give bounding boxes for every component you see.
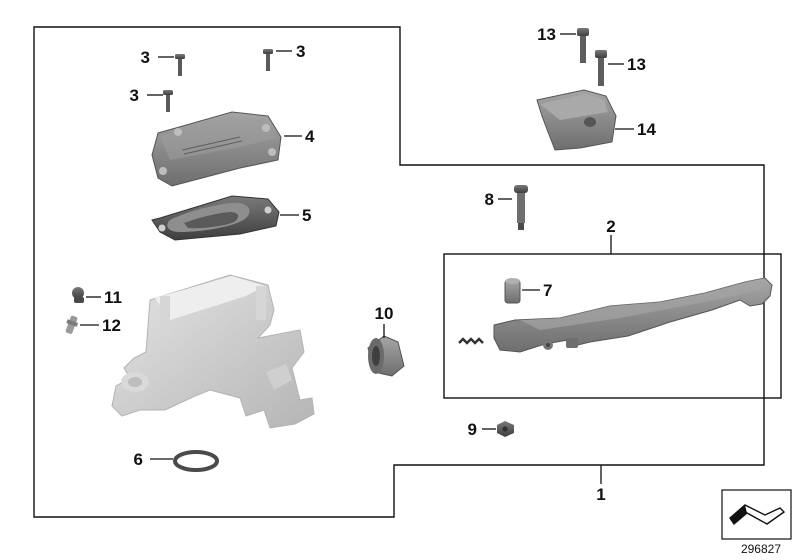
screw-part-3-a [175, 54, 185, 76]
screw-part-13-b [595, 50, 607, 86]
assembly-frame-1 [33, 26, 765, 518]
screw-part-3-c [163, 90, 173, 112]
callout-6: 6 [134, 450, 143, 469]
callout-11: 11 [104, 288, 122, 307]
callout-labels: 3 3 3 4 5 6 7 8 9 10 11 12 13 13 14 2 1 [102, 25, 656, 504]
callout-2: 2 [606, 217, 615, 236]
diaphragm-gasket-part-5 [151, 195, 280, 241]
callout-13-a: 13 [537, 25, 556, 44]
bleed-screw-part-11 [72, 287, 84, 303]
reference-number: 296827 [741, 542, 781, 556]
clamp-part-14 [536, 89, 617, 151]
callout-12: 12 [102, 316, 121, 335]
callout-7: 7 [543, 281, 552, 300]
pivot-pin-part-8 [514, 185, 528, 230]
callout-3-b: 3 [296, 42, 305, 61]
callout-14: 14 [637, 120, 656, 139]
callout-5: 5 [302, 206, 311, 225]
callout-13-b: 13 [627, 55, 646, 74]
leader-lines [80, 33, 634, 484]
master-cylinder-housing [111, 274, 315, 429]
o-ring-part-6 [173, 450, 219, 472]
view-direction-icon [721, 489, 792, 540]
screw-part-13-a [577, 28, 589, 63]
callout-10: 10 [375, 304, 394, 323]
callout-3-c: 3 [130, 86, 139, 105]
callout-1: 1 [596, 485, 605, 504]
callout-8: 8 [485, 190, 494, 209]
bushing-part-7 [504, 278, 521, 304]
nut-part-9 [497, 421, 514, 437]
callout-9: 9 [468, 420, 477, 439]
callout-3-a: 3 [141, 48, 150, 67]
assembly-frame-2 [443, 253, 782, 399]
callout-4: 4 [305, 127, 315, 146]
reservoir-cover-part-4 [151, 111, 282, 187]
bleed-nipple-part-12 [65, 315, 79, 334]
dust-boot-part-10 [367, 335, 405, 377]
screw-part-3-b [263, 49, 273, 71]
hand-lever-part-2 [458, 277, 773, 353]
